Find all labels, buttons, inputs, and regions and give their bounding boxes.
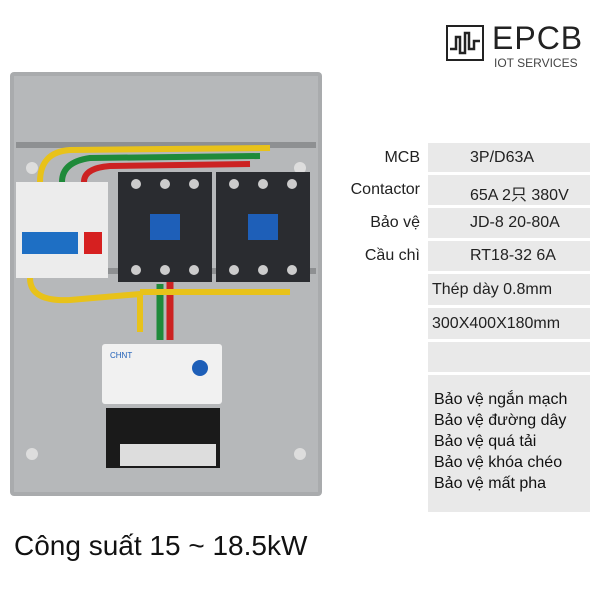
epcb-logo: EPCB IOT SERVICES xyxy=(432,12,588,76)
spec-value: JD-8 20-80A xyxy=(428,208,590,238)
power-rating: Công suất 15 ~ 18.5kW xyxy=(14,530,308,561)
feature-item: Bảo vệ ngắn mạch xyxy=(434,391,568,408)
feature-item: Bảo vệ đường dây xyxy=(434,412,567,429)
feature-list: Bảo vệ ngắn mạch Bảo vệ đường dây Bảo vệ… xyxy=(428,375,590,512)
spec-value: RT18-32 6A xyxy=(428,241,590,271)
waveform-icon xyxy=(446,25,484,61)
control-panel-photo: CHNT xyxy=(10,72,322,496)
spec-value: 300X400X180mm xyxy=(428,308,590,339)
feature-item: Bảo vệ khóa chéo xyxy=(434,454,563,471)
spec-value xyxy=(428,342,590,372)
spec-label: Cầu chì xyxy=(364,247,420,264)
spec-label: MCB xyxy=(384,149,420,166)
feature-item: Bảo vệ mất pha xyxy=(434,475,547,492)
spec-value: 3P/D63A xyxy=(428,143,590,172)
svg-text:CHNT: CHNT xyxy=(110,351,132,360)
spec-value: Thép dày 0.8mm xyxy=(428,274,590,305)
spec-label: Contactor xyxy=(350,181,420,198)
spec-label: Bảo vệ xyxy=(370,214,420,231)
logo-subtitle: IOT SERVICES xyxy=(494,56,578,70)
spec-value: 65A 2只 380V xyxy=(428,175,590,205)
logo-title: EPCB xyxy=(492,20,584,56)
feature-item: Bảo vệ quá tải xyxy=(434,433,537,450)
